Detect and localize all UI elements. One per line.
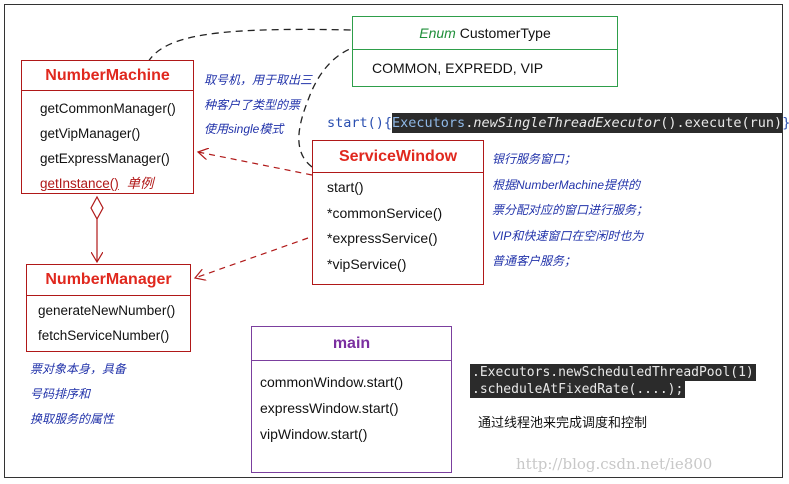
- method-fetch-service-number: fetchServiceNumber(): [38, 328, 170, 343]
- call-vip-window-start: vipWindow.start(): [260, 426, 368, 442]
- note-line: 根据NumberMachine提供的: [492, 177, 641, 192]
- method-generate-new-number: generateNewNumber(): [38, 303, 176, 318]
- note-line: 号码排序和: [30, 387, 91, 401]
- code-prefix: start(){: [327, 115, 393, 131]
- enum-header: Enum CustomerType: [353, 17, 617, 49]
- class-title: main: [332, 335, 371, 352]
- method-get-instance-row: getInstance() 单例: [40, 171, 193, 196]
- note-line: VIP和快速窗口在空闲时也为: [492, 228, 644, 243]
- method-start: start(): [327, 179, 364, 195]
- enum-values: COMMON, EXPREDD, VIP: [372, 60, 544, 76]
- number-manager-class: NumberManager generateNewNumber() fetchS…: [26, 264, 191, 352]
- number-machine-class: NumberMachine getCommonManager() getVipM…: [21, 60, 194, 194]
- service-window-class: ServiceWindow start() *commonService() *…: [312, 140, 484, 285]
- code-executor-block: Executors.newSingleThreadExecutor().exec…: [392, 113, 783, 133]
- aggregation-diamond: [90, 195, 104, 221]
- window-to-enum-link: [298, 47, 353, 168]
- code-dot: .: [465, 115, 474, 131]
- call-express-window-start: expressWindow.start(): [260, 400, 399, 416]
- note-line: 银行服务窗口；: [492, 152, 577, 166]
- diagram-frame: [4, 4, 783, 478]
- customer-type-enum: Enum CustomerType COMMON, EXPREDD, VIP: [352, 16, 618, 87]
- note-line: 普通客户服务；: [492, 254, 577, 268]
- code-class-name: Executors: [392, 115, 466, 131]
- note-line: 票分配对应的窗口进行服务；: [492, 203, 649, 217]
- note-line: 种客户了类型的票: [204, 97, 301, 112]
- singleton-label: 单例: [126, 176, 154, 191]
- scheduler-code-line: .scheduleAtFixedRate(....);: [470, 381, 686, 398]
- class-title: NumberManager: [45, 271, 172, 288]
- class-title: ServiceWindow: [338, 148, 458, 165]
- call-common-window-start: commonWindow.start(): [260, 374, 404, 390]
- machine-to-enum-link: [147, 28, 353, 63]
- watermark: http://blog.csdn.net/ie800: [516, 455, 713, 473]
- enum-keyword: Enum: [419, 25, 456, 41]
- number-manager-note: 票对象本身，具备 号码排序和 换取服务的属性: [30, 357, 126, 432]
- enum-name: CustomerType: [459, 25, 551, 41]
- method-express-service: *expressService(): [327, 230, 438, 246]
- code-suffix: }: [782, 115, 789, 131]
- note-line: 使用single模式: [204, 122, 284, 136]
- scheduler-note: 通过线程池来完成调度和控制: [478, 415, 648, 430]
- scheduler-code-block: .Executors.newScheduledThreadPool(1) .sc…: [470, 364, 756, 398]
- code-call: ().execute(run): [660, 115, 783, 131]
- method-get-vip-manager: getVipManager(): [40, 126, 141, 141]
- method-vip-service: *vipService(): [327, 255, 407, 272]
- start-code-line: start(){Executors.newSingleThreadExecuto…: [327, 112, 789, 134]
- main-class: main commonWindow.start() expressWindow.…: [251, 326, 452, 473]
- class-title: NumberMachine: [45, 67, 170, 84]
- note-line: 换取服务的属性: [30, 412, 115, 426]
- note-line: 票对象本身，具备: [30, 362, 127, 376]
- method-common-service: *commonService(): [327, 204, 443, 221]
- window-to-manager-arrow: [195, 237, 309, 278]
- note-line: 取号机，用于取出三: [204, 73, 313, 87]
- method-get-common-manager: getCommonManager(): [40, 101, 176, 116]
- method-get-instance: getInstance(): [40, 176, 119, 191]
- number-machine-note: 取号机，用于取出三 种客户了类型的票 使用single模式: [204, 68, 312, 142]
- scheduler-code-line: .Executors.newScheduledThreadPool(1): [470, 364, 756, 381]
- method-get-express-manager: getExpressManager(): [40, 151, 170, 166]
- service-window-note: 银行服务窗口； 根据NumberMachine提供的 票分配对应的窗口进行服务；…: [492, 147, 648, 275]
- window-to-machine-arrow: [198, 152, 313, 176]
- code-method: newSingleThreadExecutor: [473, 115, 661, 131]
